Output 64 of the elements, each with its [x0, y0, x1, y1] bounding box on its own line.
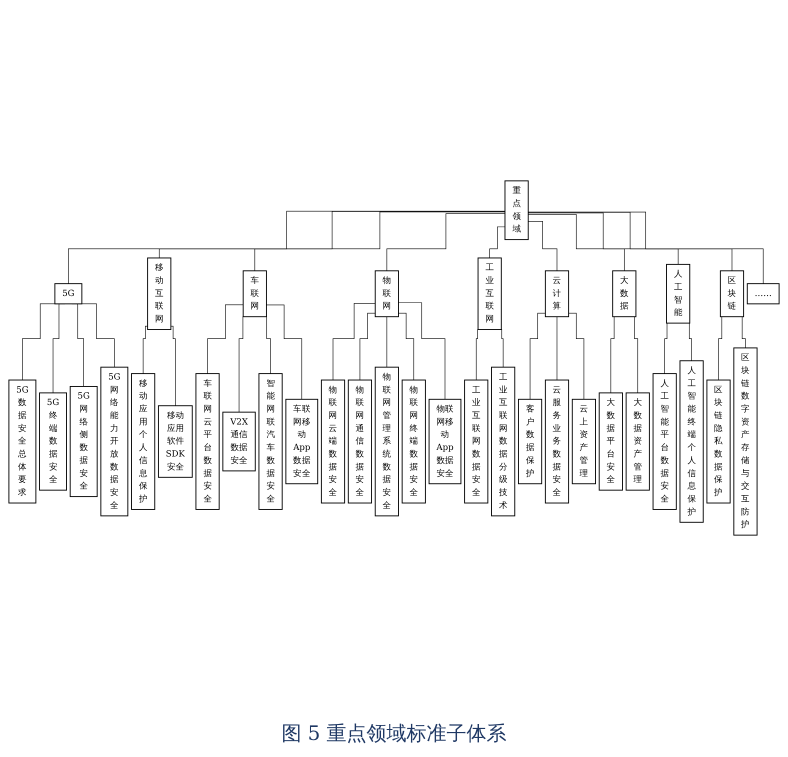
node-box: 物联网移动App数据安全 — [428, 398, 462, 484]
node-box: 工业互联网数据分级技术 — [491, 366, 516, 516]
node-box: 云服务业务数据安全 — [544, 380, 570, 504]
connector — [266, 304, 302, 400]
node-box: 区块链数字资产存储与交互防护 — [733, 347, 758, 536]
connector — [500, 329, 504, 368]
node-box: 大数据 — [612, 270, 636, 318]
connector — [398, 312, 414, 380]
node-box: 5G网络侧数据安全 — [70, 386, 98, 498]
node-box: 物联网终端数据安全 — [402, 380, 426, 504]
connector — [528, 221, 558, 272]
connector — [170, 326, 176, 406]
node-box: 物联网 — [374, 270, 399, 318]
node-box: 移动应用个人信息保护 — [131, 373, 156, 510]
connector — [568, 312, 584, 400]
connector — [68, 210, 506, 284]
connector — [556, 316, 558, 380]
node-box: 工业互联网 — [478, 258, 502, 330]
connector — [528, 212, 678, 265]
node-box: 云上资产管理 — [572, 398, 596, 484]
connector — [398, 302, 446, 400]
connector — [207, 304, 244, 374]
connector — [386, 316, 388, 368]
node-box: 区块链隐私数据保护 — [706, 380, 731, 504]
connector — [254, 212, 506, 272]
node-box: V2X通信数据安全 — [222, 412, 256, 472]
node-box: 重点领域 — [504, 180, 529, 240]
connector — [476, 329, 480, 380]
node-box: 5G — [54, 283, 82, 304]
node-box: 车联网云平台数据安全 — [195, 373, 220, 510]
connector — [360, 312, 376, 380]
node-box: 人工智能 — [666, 264, 690, 324]
connector — [528, 214, 625, 272]
node-box: 人工智能终端个人信息保护 — [680, 360, 704, 523]
node-box: 客户数据保护 — [518, 398, 542, 484]
node-box: 5G终端数据安全 — [39, 392, 67, 491]
node-box: 移动应用软件SDK安全 — [158, 405, 193, 478]
node-box: 大数据平台安全 — [598, 392, 623, 491]
node-box: 大数据资产管理 — [626, 392, 650, 491]
connector — [530, 312, 546, 400]
node-box: 移动互联网 — [147, 258, 172, 330]
node-box: 物联网管理系统数据安全 — [374, 366, 399, 516]
node-box: 云计算 — [544, 270, 570, 318]
node-box: 物联网通信数据安全 — [348, 380, 372, 504]
connector — [686, 322, 692, 362]
connector — [158, 211, 506, 258]
node-box: 区块链 — [720, 270, 744, 318]
connector — [489, 226, 506, 258]
node-box: 智能网联汽车数据安全 — [258, 373, 283, 510]
node-box: 物联网云端数据安全 — [320, 380, 346, 504]
node-box: 车联网 — [242, 270, 267, 318]
connector — [386, 213, 506, 272]
connector — [332, 303, 376, 380]
node-box: 5G数据安全总体要求 — [8, 380, 36, 504]
figure-caption: 图 5 重点领域标准子体系 — [281, 720, 507, 747]
node-box: 5G网络能力开放数据安全 — [100, 366, 128, 516]
node-box: 车联网移动App数据安全 — [285, 398, 318, 484]
connector — [664, 322, 670, 374]
node-box: 人工智能平台数据安全 — [652, 373, 677, 510]
connector — [528, 212, 732, 272]
node-box: 工业互联网数据安全 — [464, 380, 488, 504]
connector — [528, 212, 764, 284]
connector — [142, 326, 148, 374]
node-box: …… — [746, 283, 780, 304]
